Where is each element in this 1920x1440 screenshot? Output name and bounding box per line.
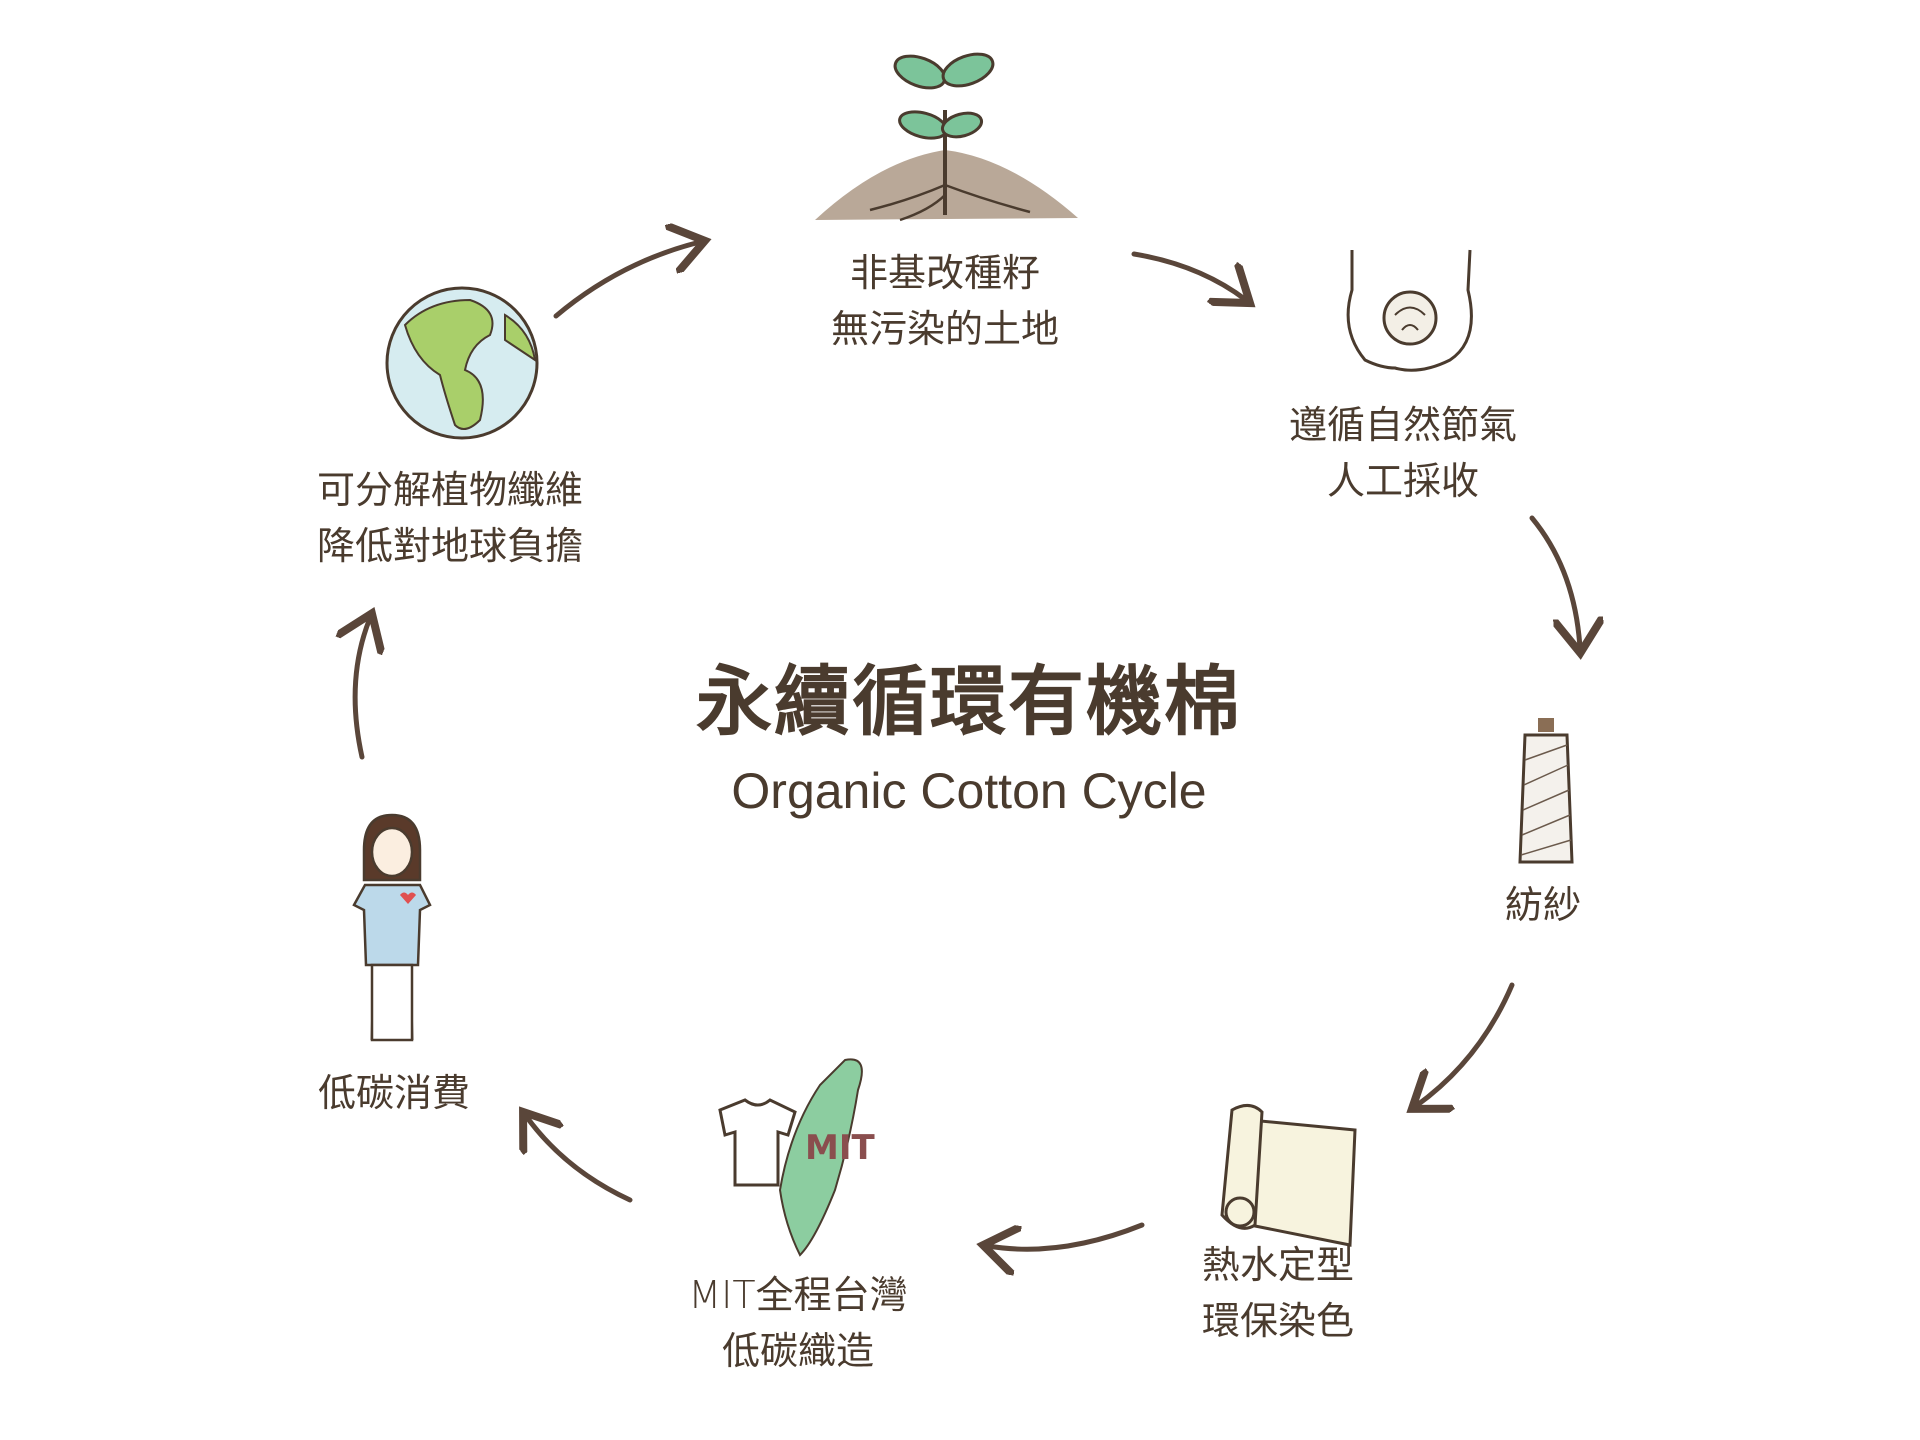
step-line: 低碳織造 — [721, 1329, 874, 1373]
globe-icon — [385, 286, 539, 440]
mit-badge: MIT — [805, 1128, 875, 1168]
arrow-spin-to-dye — [1416, 982, 1515, 1106]
arrow-harvest-to-spin — [1529, 515, 1580, 648]
step-line: 低碳消費 — [317, 1071, 471, 1115]
arrow-mit-to-consume — [526, 1116, 633, 1203]
step-line: 紡紗 — [1504, 883, 1582, 927]
diagram-subtitle: Organic Cotton Cycle — [731, 763, 1207, 819]
step-dye-label: 熱水定型 環保染色 — [1202, 1237, 1354, 1349]
step-line: 無污染的土地 — [830, 307, 1060, 351]
step-line: 人工採收 — [1326, 459, 1480, 503]
arrow-dye-to-mit — [988, 1222, 1145, 1249]
step-spin-label: 紡紗 — [1505, 877, 1581, 933]
step-globe-label: 可分解植物纖維 降低對地球負擔 — [317, 462, 583, 574]
yarn-spool-icon — [1518, 718, 1574, 864]
step-line: MIT全程台灣 — [688, 1273, 908, 1317]
diagram-title: 永續循環有機棉 — [696, 657, 1242, 746]
arrow-seed-to-harvest — [1131, 251, 1246, 300]
step-line: 可分解植物纖維 — [316, 468, 584, 512]
step-line: 熱水定型 — [1201, 1243, 1355, 1287]
seedling-icon — [815, 52, 1078, 222]
girl-icon — [352, 813, 432, 1042]
step-line: 降低對地球負擔 — [316, 524, 584, 568]
fabric-roll-icon — [1220, 1104, 1357, 1247]
arrow-consume-to-globe — [355, 618, 370, 760]
step-harvest-label: 遵循自然節氣 人工採收 — [1289, 397, 1517, 509]
step-line: 非基改種籽 — [849, 251, 1041, 295]
step-line: 環保染色 — [1201, 1299, 1355, 1343]
hands-cotton-icon — [1346, 249, 1473, 372]
taiwan-tshirt-icon — [718, 1058, 863, 1257]
step-mit-label: MIT全程台灣 低碳織造 — [688, 1267, 907, 1379]
step-consume-label: 低碳消費 — [318, 1065, 470, 1121]
step-line: 遵循自然節氣 — [1288, 403, 1518, 447]
step-seed-label: 非基改種籽 無污染的土地 — [831, 245, 1059, 357]
arrow-globe-to-seed — [553, 242, 700, 319]
